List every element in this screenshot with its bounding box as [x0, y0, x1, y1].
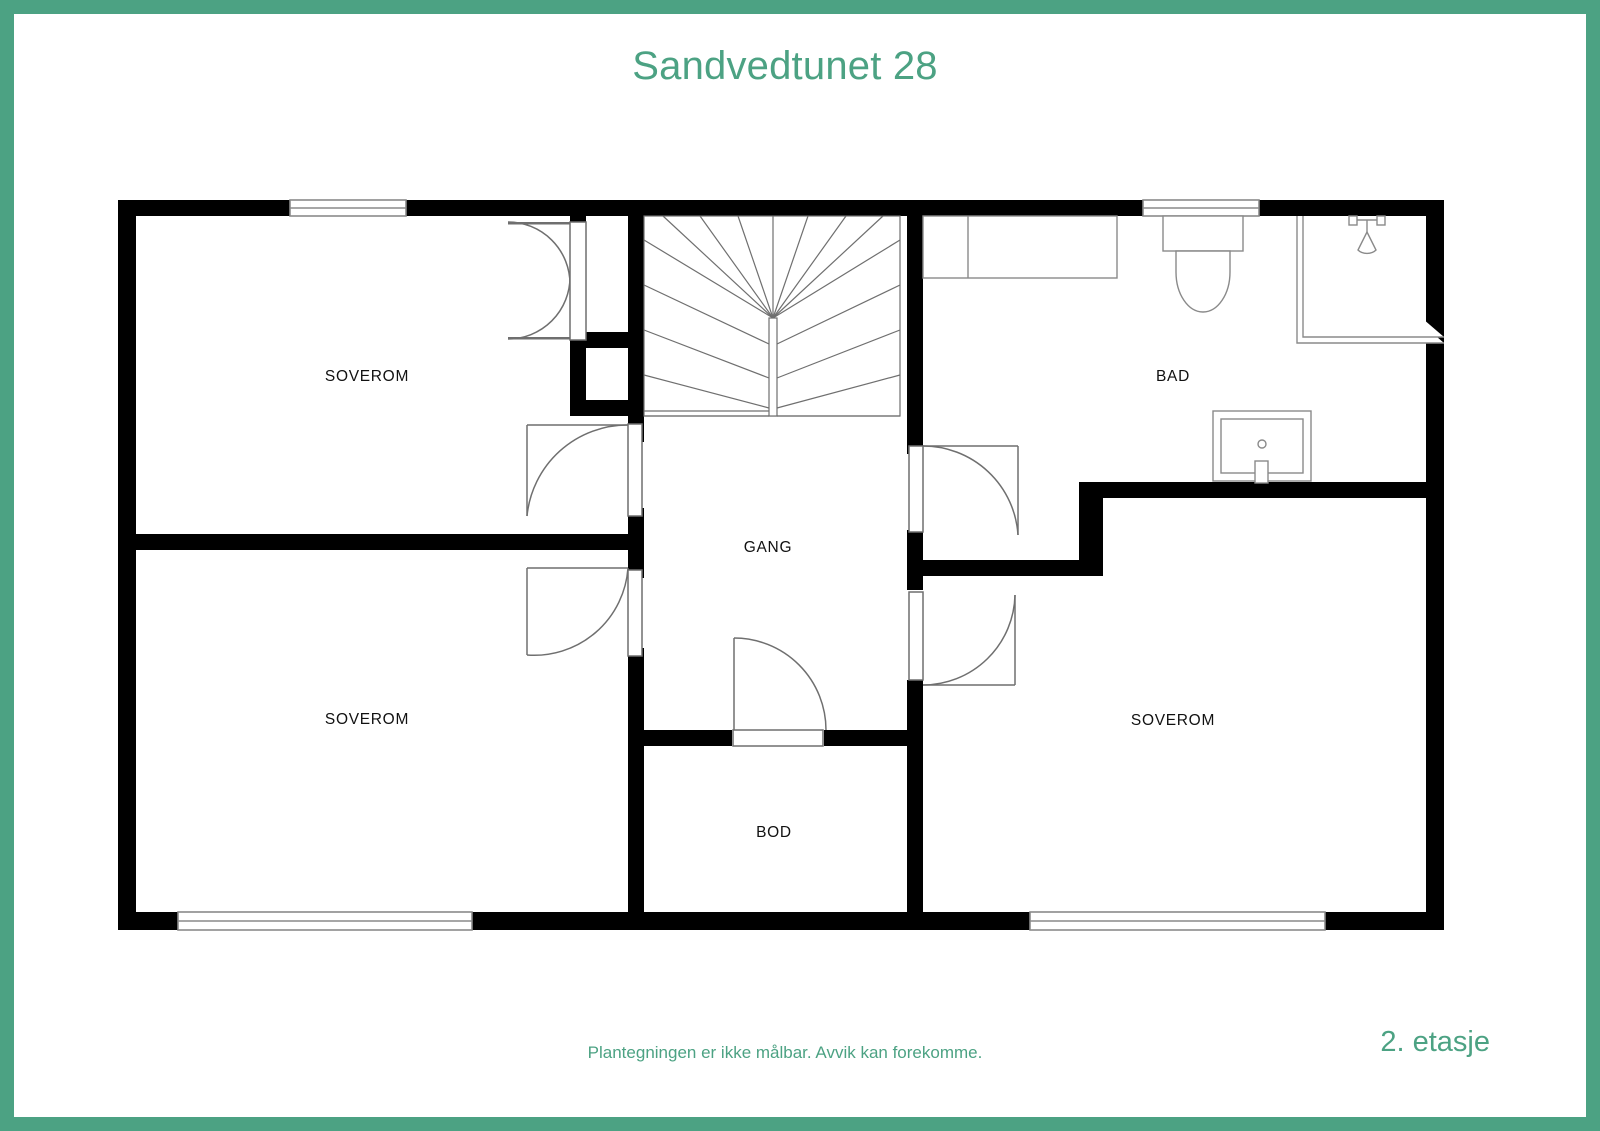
door-closet-upper	[507, 221, 587, 341]
bathroom-fixtures	[922, 215, 1444, 484]
room-label-bod: BOD	[756, 824, 792, 841]
door-bad	[908, 445, 1019, 536]
wall-closet-bottom	[570, 332, 644, 348]
window-bottom-left	[177, 911, 473, 931]
page-title: Sandvedtunet 28	[632, 44, 938, 88]
wall-bod-top-b	[824, 730, 923, 746]
wall-east	[1426, 200, 1444, 930]
door-soverom-bottom-left	[526, 567, 643, 657]
window-bottom-right	[1029, 911, 1326, 931]
wall-closet-stub	[570, 332, 586, 416]
toilet-fixture	[1162, 215, 1244, 313]
wall-west	[118, 200, 136, 930]
floor-level-label: 2. etasje	[1380, 1026, 1490, 1058]
shower-enclosure	[1296, 216, 1444, 344]
wall-hall-right-upper	[907, 216, 923, 438]
wall-north-b	[406, 200, 1143, 216]
wall-hall-left-upper	[628, 216, 644, 416]
wall-closet-stub2	[570, 400, 644, 416]
wall-bad-step-h1	[907, 560, 1103, 576]
door-soverom-right	[908, 591, 1016, 686]
window-top-left	[289, 199, 407, 217]
doors	[507, 221, 1019, 747]
wall-bad-step-h2	[1079, 482, 1444, 498]
room-labels: SOVEROM SOVEROM GANG BOD BAD SOVEROM	[325, 368, 1215, 841]
winder-staircase	[643, 215, 901, 417]
washbasin	[1212, 410, 1312, 484]
room-label-soverom-top-left: SOVEROM	[325, 368, 409, 385]
shower-head	[1348, 215, 1386, 255]
window-top-right	[1142, 199, 1260, 217]
wall-bod-top	[644, 730, 732, 746]
wall-hall-left-b	[628, 508, 644, 578]
wall-hall-left-c	[628, 648, 644, 930]
measurement-disclaimer: Plantegningen er ikke målbar. Avvik kan …	[587, 1043, 983, 1062]
wall-left-divider	[136, 534, 644, 550]
room-label-gang: GANG	[744, 539, 792, 556]
wall-south-c	[1325, 912, 1444, 930]
room-label-soverom-right: SOVEROM	[1131, 712, 1215, 729]
wall-south-b	[472, 912, 1030, 930]
vanity-counter	[922, 215, 1118, 279]
windows	[177, 199, 1326, 931]
door-soverom-top-left	[526, 423, 643, 517]
room-label-soverom-bottom-left: SOVEROM	[325, 711, 409, 728]
walls	[118, 200, 1444, 930]
wall-north-a	[118, 200, 290, 216]
room-label-bad: BAD	[1156, 368, 1190, 385]
wall-north-c	[1259, 200, 1444, 216]
door-bod	[732, 637, 827, 747]
wall-hall-right-c	[907, 680, 923, 930]
